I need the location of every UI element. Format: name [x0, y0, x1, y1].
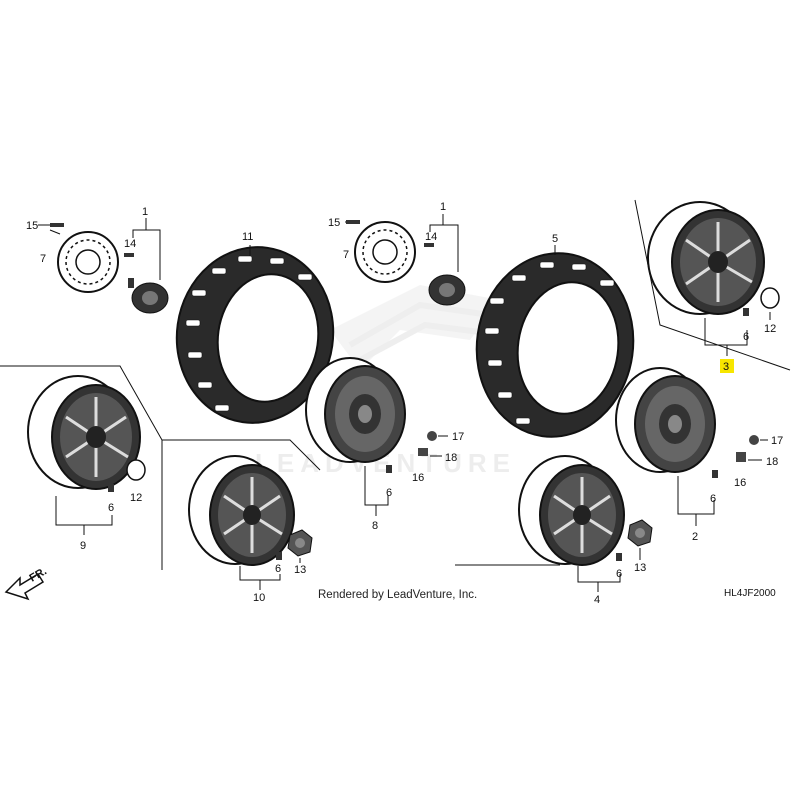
callout-7: 7	[343, 249, 349, 261]
tire-5: 5	[475, 233, 635, 438]
wheel-8: 17 18 16 6 8	[305, 357, 464, 532]
callout-15: 15	[26, 220, 38, 232]
washer	[418, 448, 428, 456]
center-cap	[760, 287, 780, 309]
screw	[346, 220, 360, 224]
stud-bolt	[124, 253, 134, 257]
callout-1: 1	[142, 206, 148, 218]
callout-16: 16	[734, 477, 746, 489]
screw	[50, 223, 64, 227]
callout-6: 6	[743, 331, 749, 343]
callout-11: 11	[242, 231, 253, 243]
callout-8: 8	[372, 520, 378, 532]
callout-17: 17	[452, 431, 464, 443]
callout-10: 10	[253, 592, 265, 604]
callout-4: 4	[594, 594, 600, 606]
callout-13: 13	[294, 564, 306, 576]
hub-assembly-left: 15 7 1 14	[26, 206, 169, 314]
diagram-code: HL4JF2000	[724, 588, 776, 599]
callout-6: 6	[275, 563, 281, 575]
valve-stem	[712, 470, 718, 478]
valve-stem	[616, 553, 622, 561]
callout-5: 5	[552, 233, 558, 245]
valve-stem	[386, 465, 392, 473]
hub-assembly-center: 15 7 1 14	[328, 201, 466, 306]
callout-15: 15	[328, 217, 340, 229]
callout-14: 14	[124, 238, 136, 250]
tire-11: 11	[175, 231, 335, 424]
stud-bolt	[424, 243, 434, 247]
callout-6: 6	[616, 568, 622, 580]
front-direction-label: FR.	[28, 565, 49, 584]
callout-18: 18	[445, 452, 457, 464]
brake-disc	[57, 231, 119, 293]
callout-6: 6	[386, 487, 392, 499]
callout-13: 13	[634, 562, 646, 574]
callout-12: 12	[764, 323, 776, 335]
center-cap-13	[627, 519, 653, 547]
callout-6: 6	[710, 493, 716, 505]
center-cap	[126, 459, 146, 481]
front-direction-arrow: FR.	[4, 565, 49, 601]
brake-disc	[354, 221, 416, 283]
callout-9: 9	[80, 540, 86, 552]
lug-nut	[427, 431, 437, 441]
callout-6: 6	[108, 502, 114, 514]
callout-12: 12	[130, 492, 142, 504]
wheel-2: 17 18 16 6 2	[615, 367, 783, 543]
wheel-3: 6 12 3	[647, 201, 780, 373]
callout-14: 14	[425, 231, 437, 243]
callout-7: 7	[40, 253, 46, 265]
callout-16: 16	[412, 472, 424, 484]
lug-nut	[749, 435, 759, 445]
callout-1: 1	[440, 201, 446, 213]
wheel-4: 6 13 4	[518, 455, 653, 606]
callout-18: 18	[766, 456, 778, 468]
wheel-9: 6 12 9	[27, 375, 146, 552]
valve-stem	[276, 552, 282, 560]
render-credit: Rendered by LeadVenture, Inc.	[318, 589, 477, 601]
callout-2: 2	[692, 531, 698, 543]
wheel-10: 6 13 10	[188, 455, 313, 604]
washer	[736, 452, 746, 462]
callout-3-highlight	[720, 359, 734, 373]
valve-stem	[743, 308, 749, 316]
valve-stem	[108, 484, 114, 492]
callout-3: 3	[723, 361, 729, 373]
center-cap-13	[287, 529, 313, 557]
callout-17: 17	[771, 435, 783, 447]
section-dividers	[0, 199, 791, 570]
